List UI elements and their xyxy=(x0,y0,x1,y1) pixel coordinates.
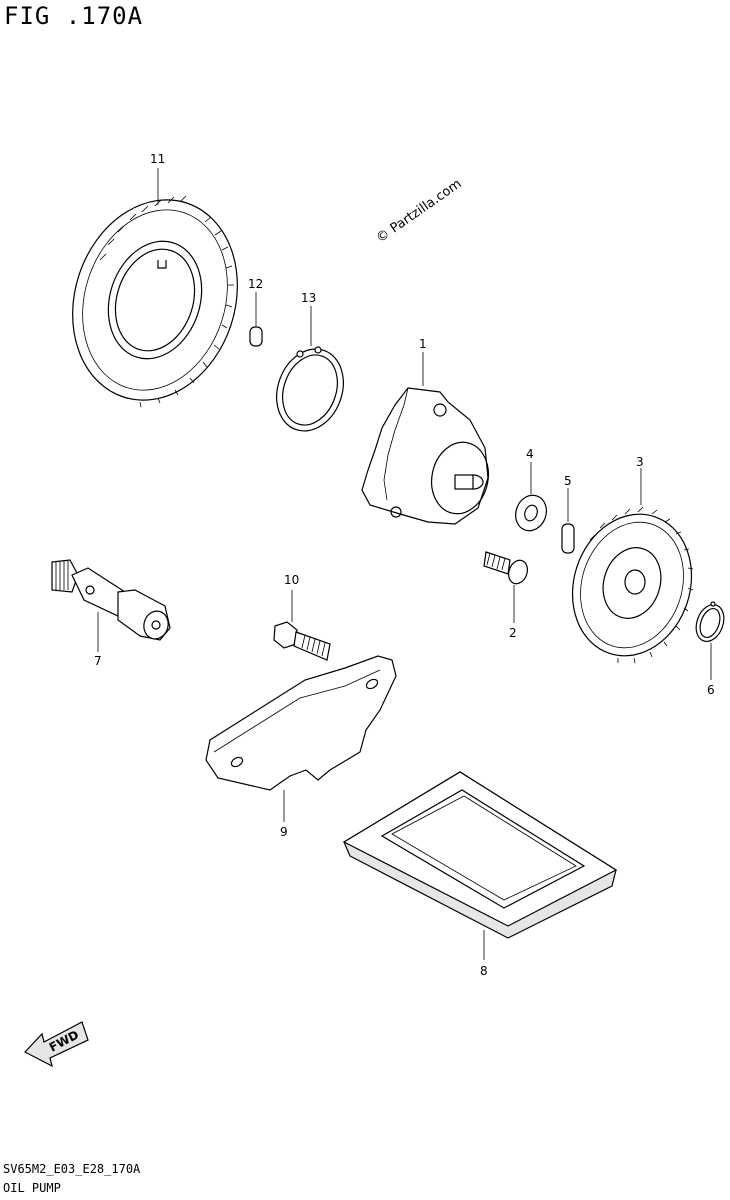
callout-8: 8 xyxy=(480,964,488,978)
figure-code: SV65M2_E03_E28_170A xyxy=(3,1162,141,1176)
part-7-oil-jet[interactable] xyxy=(51,559,171,652)
part-12-dowel-pin[interactable] xyxy=(249,292,263,347)
part-5-pin[interactable] xyxy=(561,488,575,554)
callout-5: 5 xyxy=(564,474,572,488)
callout-4: 4 xyxy=(526,447,534,461)
callout-9: 9 xyxy=(280,825,288,839)
fwd-arrow-icon: FWD xyxy=(24,1021,89,1068)
callout-6: 6 xyxy=(707,683,715,697)
figure-name: OIL PUMP xyxy=(3,1181,61,1195)
callout-10: 10 xyxy=(284,573,299,587)
callout-13: 13 xyxy=(301,291,316,305)
partzilla-watermark: © Partzilla.com xyxy=(374,176,465,246)
part-9-plate[interactable] xyxy=(205,655,397,822)
part-4-washer[interactable] xyxy=(511,462,552,535)
part-6-circlip[interactable] xyxy=(691,601,728,680)
callout-7: 7 xyxy=(94,654,102,668)
part-3-pump-drive-gear[interactable] xyxy=(555,468,710,671)
part-10-bolt[interactable] xyxy=(273,590,331,661)
callout-12: 12 xyxy=(248,277,263,291)
part-1-oil-pump-body[interactable] xyxy=(361,352,495,525)
part-11-driven-gear[interactable] xyxy=(47,168,262,422)
callout-2: 2 xyxy=(509,626,517,640)
figure-title: FIG .170A xyxy=(4,2,144,30)
part-2-screw[interactable] xyxy=(483,551,531,623)
callout-1: 1 xyxy=(419,337,427,351)
callout-11: 11 xyxy=(150,152,165,166)
callout-3: 3 xyxy=(636,455,644,469)
part-13-circlip[interactable] xyxy=(266,306,355,440)
part-8-gasket[interactable] xyxy=(342,771,618,960)
